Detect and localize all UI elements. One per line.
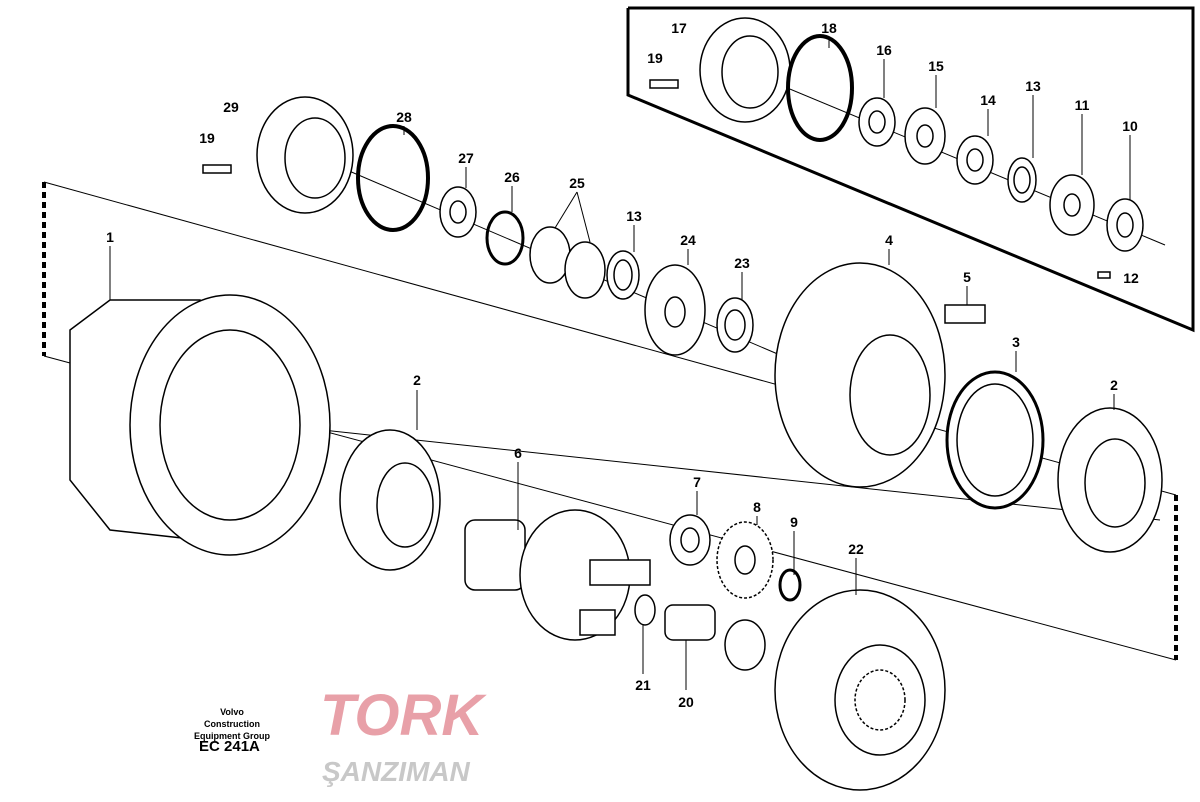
part-label: 15 — [928, 58, 944, 74]
part-3-seal — [945, 370, 1045, 510]
part-label: 14 — [980, 92, 996, 108]
part-label: 22 — [848, 541, 864, 557]
part-label: 26 — [504, 169, 520, 185]
part-label: 12 — [1123, 270, 1139, 286]
part-label: 24 — [680, 232, 696, 248]
part-label: 23 — [734, 255, 750, 271]
diagram-code: EC 241A — [199, 738, 260, 755]
part-label: 9 — [790, 514, 798, 530]
leader-lines — [109, 37, 1131, 690]
part-22-planetary-assembly — [774, 589, 946, 791]
part-label: 3 — [1012, 334, 1020, 350]
part-17-cover — [699, 17, 791, 123]
part-label: 5 — [963, 269, 971, 285]
inset-frame — [626, 6, 1195, 333]
part-29-cover — [256, 96, 354, 214]
part-19-bolt — [649, 79, 679, 89]
part-20-sun-gear — [664, 604, 766, 671]
part-label: 13 — [626, 208, 642, 224]
part-13-ring — [1007, 157, 1037, 203]
part-27-nut — [439, 186, 477, 238]
part-28-oring — [356, 124, 430, 232]
part-label: 20 — [678, 694, 694, 710]
part-label: 18 — [821, 20, 837, 36]
part-7-bearing — [669, 514, 711, 566]
part-21-washer — [634, 594, 656, 626]
part-18-oring — [786, 34, 854, 142]
part-26-snap-ring — [485, 210, 525, 266]
caption-line-2: Equipment Group — [194, 731, 270, 741]
part-16-nut — [858, 97, 896, 147]
part-25-lock-plates — [529, 226, 606, 299]
part-11-plate — [1049, 174, 1095, 236]
part-label: 16 — [876, 42, 892, 58]
part-15-washer — [904, 107, 946, 165]
part-label: 27 — [458, 150, 474, 166]
part-label: 11 — [1074, 97, 1090, 113]
part-19-bolt-main — [202, 164, 232, 174]
part-label: 28 — [396, 109, 412, 125]
part-label: 17 — [671, 20, 687, 36]
part-label: 2 — [413, 372, 421, 388]
part-14-nut — [956, 135, 994, 185]
part-6-planet-carrier — [464, 509, 651, 641]
part-label: 4 — [885, 232, 893, 248]
part-12-pin — [1097, 271, 1111, 279]
part-13-ring-main — [606, 250, 640, 300]
part-8-gear — [716, 521, 774, 599]
part-label: 8 — [753, 499, 761, 515]
part-10-washer — [1106, 198, 1144, 252]
part-label: 19 — [647, 50, 663, 66]
part-4-hub — [774, 262, 986, 488]
part-1-housing — [69, 294, 331, 556]
part-label: 13 — [1025, 78, 1041, 94]
part-label: 21 — [635, 677, 651, 693]
part-23-washer — [716, 297, 754, 353]
part-label: 29 — [223, 99, 239, 115]
part-label: 25 — [569, 175, 585, 191]
part-label: 1 — [106, 229, 114, 245]
part-24-plate — [644, 264, 706, 356]
part-label: 10 — [1122, 118, 1138, 134]
publisher-caption: Volvo Construction Equipment Group — [192, 706, 272, 742]
part-label: 2 — [1110, 377, 1118, 393]
part-label: 7 — [693, 474, 701, 490]
part-label: 19 — [199, 130, 215, 146]
caption-line-1: Volvo Construction — [204, 707, 260, 729]
part-2-bearing-left — [339, 429, 441, 571]
part-9-circlip — [778, 568, 802, 602]
part-2-bearing-right — [1057, 407, 1163, 553]
part-label: 6 — [514, 445, 522, 461]
